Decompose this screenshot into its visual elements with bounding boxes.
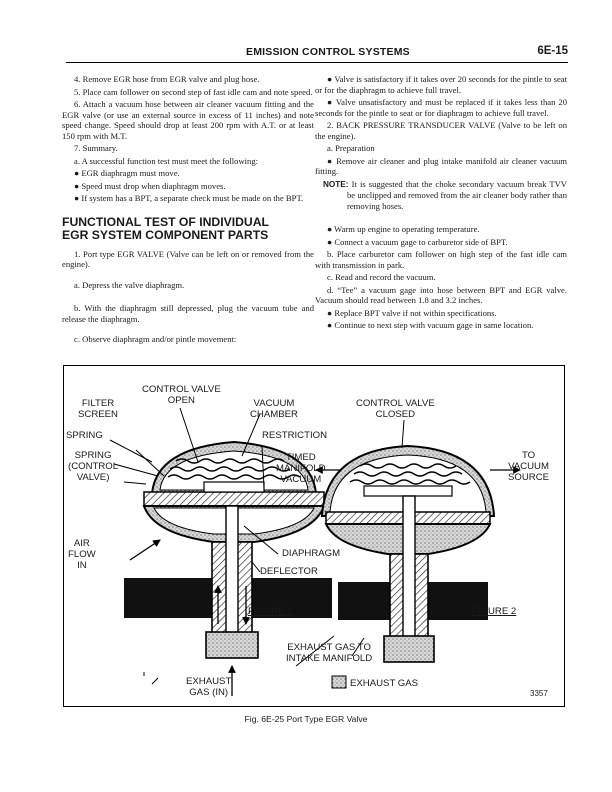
egr-valve-diagram <box>109 407 521 696</box>
valve-figure-2 <box>320 444 521 663</box>
leader-lines <box>109 407 405 685</box>
test-step-2a: a. Preparation <box>327 143 375 153</box>
section-heading: FUNCTIONAL TEST OF INDIVIDUAL EGR SYSTEM… <box>62 214 314 243</box>
page-number: 6E-15 <box>537 45 568 57</box>
bullet-continue: ● Continue to next step with vacuum gage… <box>327 320 534 330</box>
section-heading-line-2: EGR SYSTEM COMPONENT PARTS <box>62 228 269 242</box>
test-step-2: 2. BACK PRESSURE TRANSDUCER VALVE (Valve… <box>315 120 567 141</box>
test-step-1: 1. Port type EGR VALVE (Valve can be lef… <box>62 248 314 270</box>
bullet-connect-gage: ● Connect a vacuum gage to carburetor si… <box>327 236 508 247</box>
label-deflector: DEFLECTOR <box>260 566 318 577</box>
test-step-1a: a. Depress the valve diaphragm. <box>74 279 185 290</box>
bullet-replace-bpt: ● Replace BPT valve if not within specif… <box>327 307 497 318</box>
valve-figure-1 <box>124 440 340 696</box>
note: NOTE: It is suggested that the choke sec… <box>315 179 567 212</box>
label-spring: SPRING <box>66 430 103 441</box>
page-header: EMISSION CONTROL SYSTEMS 6E-15 <box>66 44 568 63</box>
bullet-remove-air-cleaner: ● Remove air cleaner and plug intake man… <box>315 155 567 177</box>
bullet-speed-drop: ● Speed must drop when diaphragm moves. <box>74 180 226 191</box>
label-timed-manifold-vacuum: TIMED MANIFOLD VACUUM <box>276 452 326 485</box>
test-step-1b: b. With the diaphragm still depressed, p… <box>62 303 314 324</box>
figure-caption: Fig. 6E-25 Port Type EGR Valve <box>244 714 368 724</box>
label-air-flow-in: AIR FLOW IN <box>68 538 96 571</box>
note-text: It is suggested that the choke secondary… <box>347 178 567 211</box>
step-4: 4. Remove EGR hose from EGR valve and pl… <box>74 74 260 84</box>
step-7a: a. A successful function test must meet … <box>74 155 259 166</box>
test-step-2d: d. “Tee” a vacuum gage into hose between… <box>315 284 567 306</box>
bullet-warm-up: ● Warm up engine to operating temperatur… <box>327 224 480 234</box>
legend-swatch-exhaust <box>331 675 347 689</box>
step-6: 6. Attach a vacuum hose between air clea… <box>62 99 314 141</box>
bullet-valve-unsatisfactory: ● Valve unsatisfactory and must be repla… <box>315 97 567 118</box>
label-diaphragm: DIAPHRAGM <box>282 548 341 559</box>
legend-exhaust-gas: EXHAUST GAS <box>350 678 419 689</box>
section-heading-line-1: FUNCTIONAL TEST OF INDIVIDUAL <box>62 214 269 229</box>
left-column: 4. Remove EGR hose from EGR valve and pl… <box>62 74 314 347</box>
label-figure-2: FIGURE 2 <box>472 606 517 617</box>
test-step-1c: c. Observe diaphragm and/or pintle movem… <box>74 334 237 344</box>
test-step-2c: c. Read and record the vacuum. <box>327 272 436 282</box>
step-7: 7. Summary. <box>74 143 118 153</box>
test-step-2b: b. Place carburetor cam follower on high… <box>315 249 567 270</box>
label-restriction: RESTRICTION <box>262 430 328 441</box>
label-spring-control-valve: SPRING (CONTROL VALVE) <box>68 450 119 483</box>
step-5: 5. Place cam follower on second step of … <box>74 86 313 97</box>
note-label: NOTE: <box>323 179 349 189</box>
bullet-valve-satisfactory: ● Valve is satisfactory if it takes over… <box>315 74 567 95</box>
label-exhaust-to-intake: EXHAUST GAS TO INTAKE MANIFOLD <box>286 642 373 664</box>
label-to-vacuum-source: TO VACUUM SOURCE <box>508 450 550 483</box>
label-figure-1: FIGURE 1 <box>248 606 293 617</box>
bullet-bpt-check: ● If system has a BPT, a separate check … <box>74 193 304 203</box>
label-control-valve-closed: CONTROL VALVE CLOSED <box>356 398 435 420</box>
right-column: ● Valve is satisfactory if it takes over… <box>315 74 567 333</box>
label-vacuum-chamber: VACUUM CHAMBER <box>250 398 298 420</box>
bullet-diaphragm-move: ● EGR diaphragm must move. <box>74 168 180 178</box>
figure-code: 3357 <box>530 689 548 698</box>
label-filter-screen: FILTER SCREEN <box>78 398 118 420</box>
egr-valve-figure: CONTROL VALVE OPEN FILTER SCREEN VACUUM … <box>63 365 565 707</box>
label-control-valve-open: CONTROL VALVE OPEN <box>142 384 221 406</box>
section-title: EMISSION CONTROL SYSTEMS <box>246 46 410 58</box>
label-exhaust-gas-in: EXHAUST GAS (IN) <box>186 676 232 698</box>
